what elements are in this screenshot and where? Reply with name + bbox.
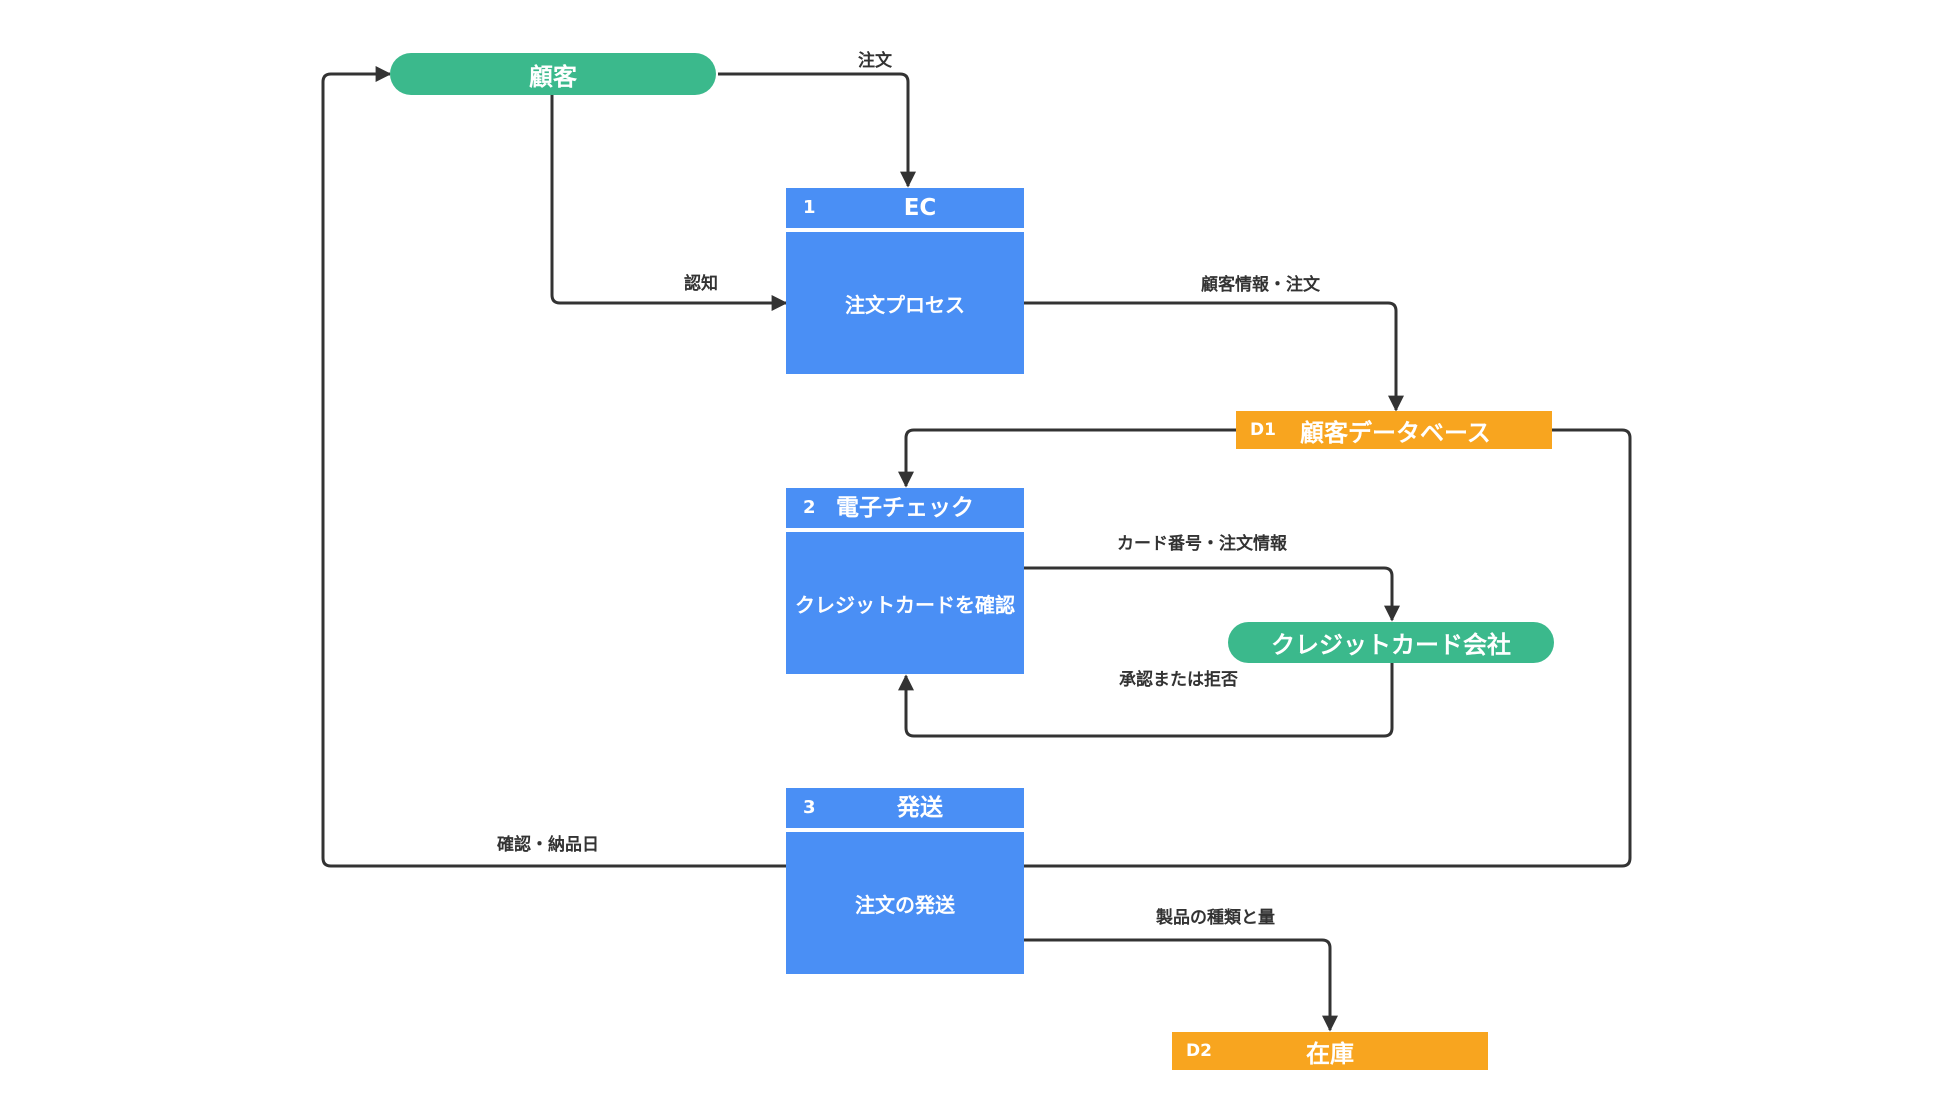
- store-d1-id: D1: [1250, 420, 1276, 440]
- process-ec-body: 注文プロセス: [845, 292, 965, 317]
- store-d2-name: 在庫: [1306, 1039, 1354, 1068]
- flow-customer-info-line: [1024, 301, 1404, 412]
- process-shipping[interactable]: 3 発送 注文の発送: [786, 788, 1024, 974]
- process-check-body: クレジットカードを確認: [795, 592, 1015, 617]
- store-customer-database[interactable]: D1 顧客データベース: [1236, 411, 1552, 449]
- flow-label-auth: 認知: [684, 274, 718, 294]
- flow-order-line: [718, 72, 916, 188]
- flow-label-order: 注文: [858, 51, 892, 71]
- flow-label-approve-or-reject: 承認または拒否: [1119, 670, 1238, 690]
- store-d1-name: 顧客データベース: [1300, 418, 1491, 447]
- process-electronic-check[interactable]: 2 電子チェック クレジットカードを確認: [786, 488, 1024, 674]
- flow-approve-line: [898, 660, 1394, 738]
- entity-customer[interactable]: 顧客: [390, 53, 716, 95]
- flow-label-confirm-delivery-date: 確認・納品日: [497, 835, 599, 855]
- flow-db-to-check-line: [898, 428, 1236, 488]
- store-inventory[interactable]: D2 在庫: [1172, 1032, 1488, 1070]
- flow-label-product-type-quantity: 製品の種類と量: [1156, 908, 1275, 928]
- flow-label-card-number-order-info: カード番号・注文情報: [1117, 534, 1287, 554]
- flow-product-line: [1024, 938, 1338, 1032]
- process-check-title: 電子チェック: [836, 495, 974, 521]
- process-check-header: 2 電子チェック: [786, 488, 1024, 532]
- process-shipping-body: 注文の発送: [855, 892, 955, 917]
- entity-credit-company-label: クレジットカード会社: [1271, 631, 1511, 659]
- process-ec-title: EC: [903, 195, 937, 221]
- process-ec-number: 1: [803, 197, 816, 218]
- entity-customer-label: 顧客: [529, 62, 577, 91]
- process-shipping-number: 3: [803, 797, 816, 818]
- entity-credit-company[interactable]: クレジットカード会社: [1228, 622, 1554, 663]
- process-ec-header: 1 EC: [786, 188, 1024, 232]
- flow-db-to-ship-line: [1024, 428, 1632, 868]
- flow-card-info-line: [1024, 566, 1400, 622]
- flow-auth-line: [550, 94, 788, 311]
- process-shipping-header: 3 発送: [786, 788, 1024, 832]
- flow-label-customer-info-order: 顧客情報・注文: [1201, 275, 1320, 295]
- store-d2-id: D2: [1186, 1041, 1212, 1061]
- process-check-number: 2: [803, 497, 816, 518]
- process-ec[interactable]: 1 EC 注文プロセス: [786, 188, 1024, 374]
- flow-confirm-line: [321, 66, 786, 868]
- process-shipping-title: 発送: [897, 795, 943, 821]
